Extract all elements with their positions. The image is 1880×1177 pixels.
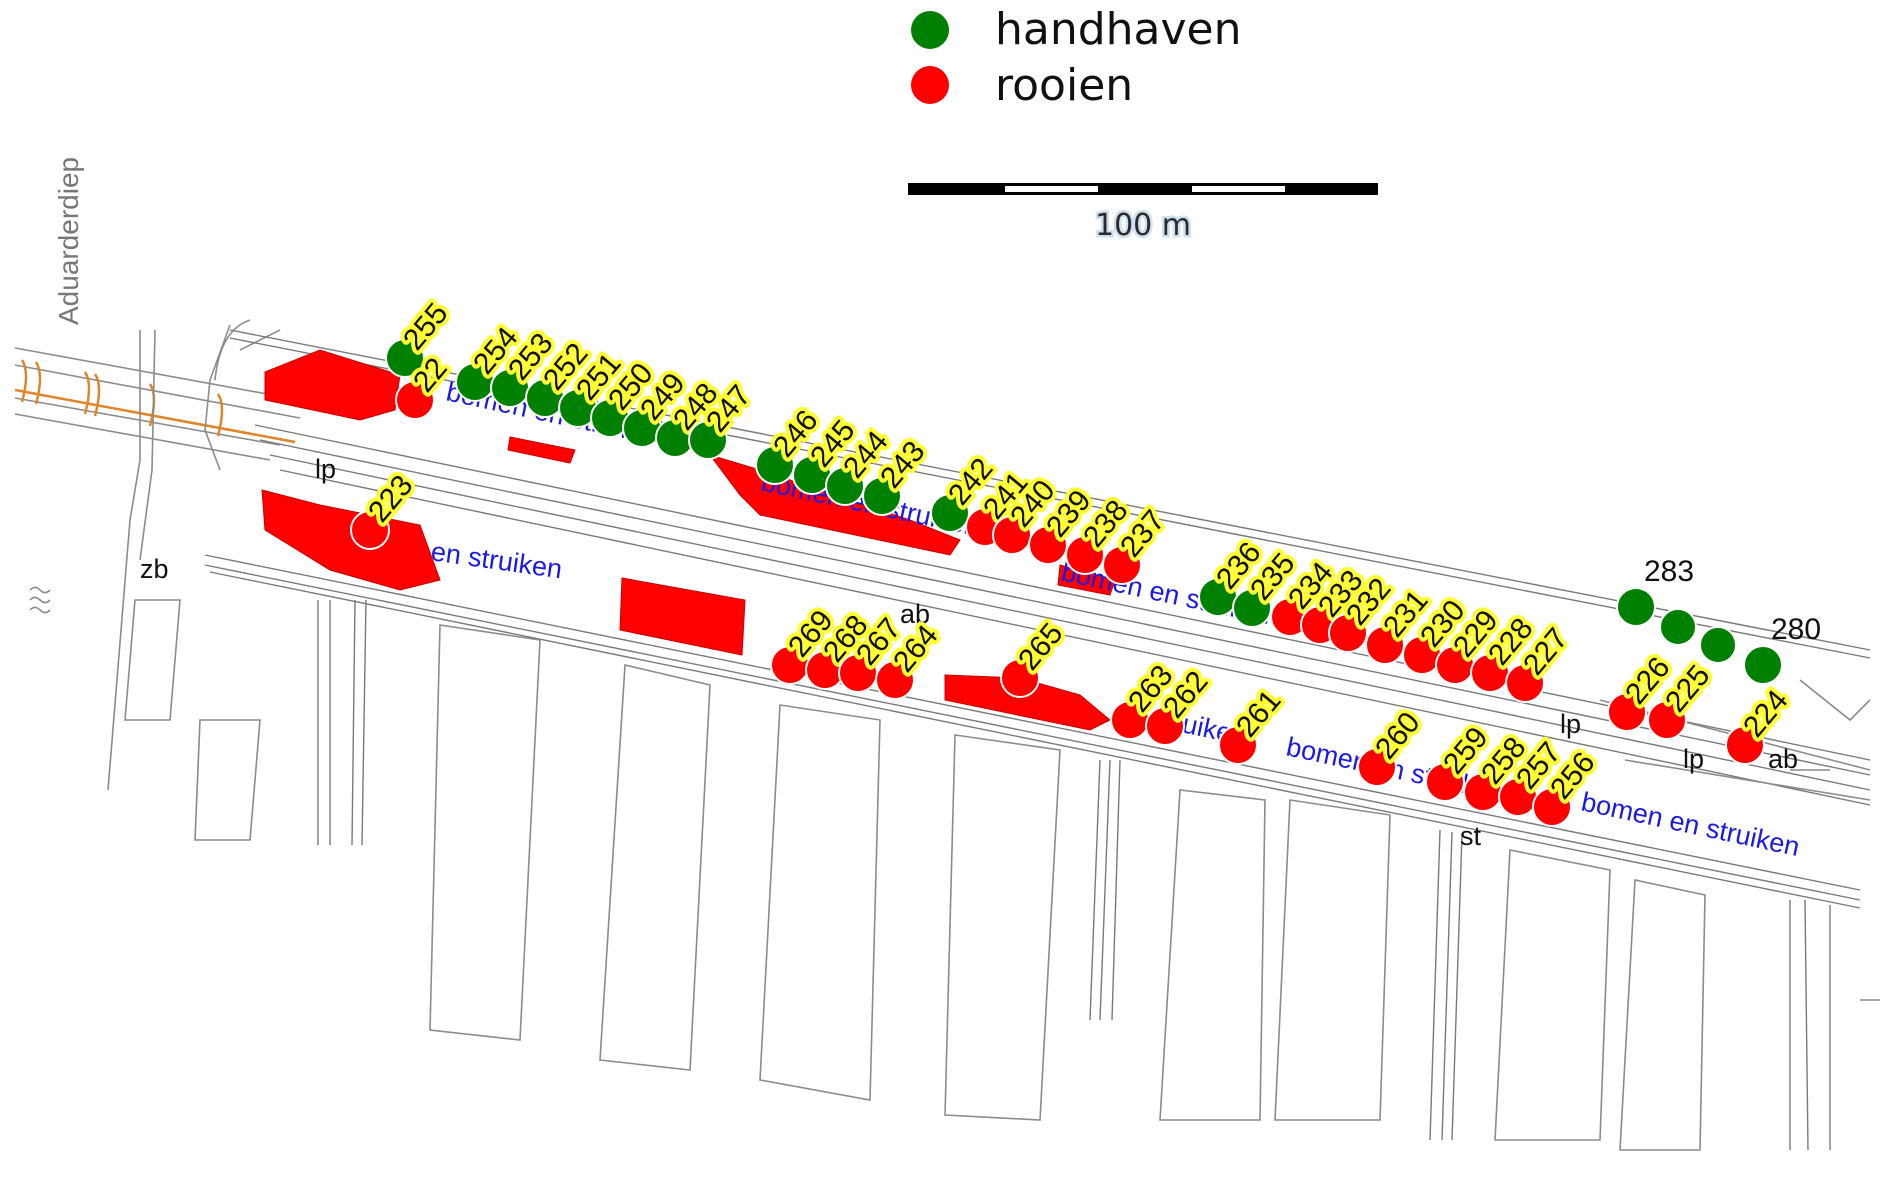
basemap [14, 319, 1880, 1151]
abbr-label-st: st [1460, 821, 1482, 851]
tree-280[interactable]: 280 [1743, 613, 1821, 685]
tree-marker-rooien[interactable] [350, 510, 390, 550]
legend-swatch-handhaven [911, 11, 949, 49]
abbr-label-lp: lp [315, 454, 336, 484]
tree-marker-rooien[interactable] [1357, 747, 1397, 787]
tree-marker-handhaven[interactable] [688, 420, 728, 460]
tree-283[interactable]: 283 [1616, 555, 1694, 627]
tree-marker-handhaven[interactable] [385, 338, 425, 378]
tree-marker-rooien[interactable] [875, 660, 915, 700]
vegetation-label-2: en struiken [429, 536, 564, 584]
tree-marker-handhaven[interactable] [1743, 645, 1783, 685]
vegetation-label-7: bomen en struiken [1579, 787, 1803, 863]
tree-marker-rooien[interactable] [1000, 658, 1040, 698]
abbr-label-ab-2: ab [1768, 744, 1798, 774]
tree-marker-handhaven[interactable] [1232, 588, 1272, 628]
waterway-label: Aduarderdiep [53, 157, 84, 325]
tree-marker-rooien[interactable] [1607, 692, 1647, 732]
tree-marker-handhaven[interactable] [1616, 587, 1656, 627]
tree-marker-rooien[interactable] [1218, 725, 1258, 765]
legend-label-rooien: rooien [995, 60, 1133, 111]
tree-marker-rooien[interactable] [1725, 725, 1765, 765]
tree-marker-rooien[interactable] [1365, 625, 1405, 665]
tree-id-label: 283 [1644, 555, 1694, 588]
tree-marker-rooien[interactable] [1425, 762, 1465, 802]
tree-marker-unlabeled[interactable] [1699, 626, 1737, 664]
tree-id-label: 280 [1771, 613, 1821, 646]
legend-swatch-rooien [911, 66, 949, 104]
tree-marker-rooien[interactable] [1028, 525, 1068, 565]
tree-marker-handhaven[interactable] [930, 493, 970, 533]
legend-label-handhaven: handhaven [995, 4, 1242, 55]
tree-marker-unlabeled[interactable] [1659, 608, 1697, 646]
abbr-label-zb: zb [140, 554, 169, 584]
tree-marker-rooien[interactable] [1145, 706, 1185, 746]
tree-265[interactable]: 265 [1000, 613, 1074, 698]
tree-marker-rooien[interactable] [1505, 663, 1545, 703]
abbr-label-lp-3: lp [1683, 744, 1704, 774]
tree-marker-rooien[interactable] [1102, 545, 1142, 585]
abbr-label-lp-2: lp [1560, 709, 1581, 739]
abbr-label-ab: ab [900, 599, 930, 629]
tree-marker-rooien[interactable] [1532, 787, 1572, 827]
tree-marker-rooien[interactable] [1065, 535, 1105, 575]
scale-bar-label: 100 m [1095, 208, 1191, 243]
tree-marker-rooien[interactable] [395, 380, 435, 420]
scale-bar: 100 m [908, 183, 1378, 246]
tree-marker-rooien[interactable] [1328, 613, 1368, 653]
tree-marker-handhaven[interactable] [755, 445, 795, 485]
legend: handhaven rooien [911, 4, 1242, 111]
tree-marker-handhaven[interactable] [825, 466, 865, 506]
tree-marker-rooien[interactable] [1647, 700, 1687, 740]
tree-marker-handhaven[interactable] [862, 476, 902, 516]
